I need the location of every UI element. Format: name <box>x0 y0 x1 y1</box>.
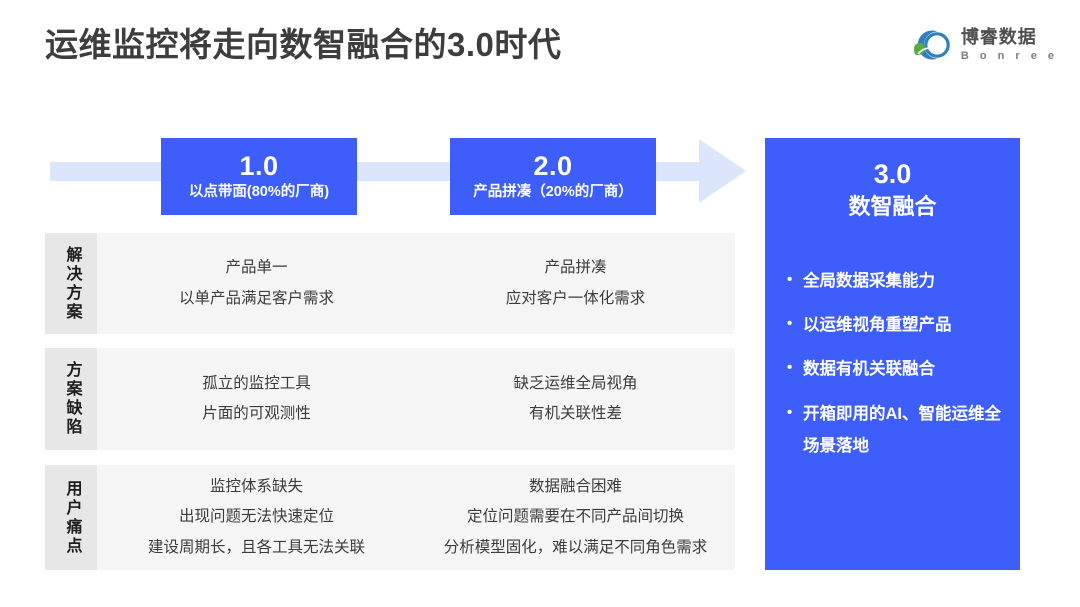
cell-line: 数据融合困难 <box>528 478 622 496</box>
cell-line: 产品拼凑 <box>544 259 607 277</box>
row-label-text: 方案缺陷 <box>63 361 81 437</box>
cell-line: 分析模型固化，难以满足不同角色需求 <box>443 538 708 556</box>
row-label-defect: 方案缺陷 <box>45 348 97 450</box>
list-item: 开箱即用的AI、智能运维全场景落地 <box>787 398 1006 462</box>
cell-r3c1: 监控体系缺失 出现问题无法快速定位 建设周期长，且各工具无法关联 <box>97 465 416 570</box>
timeline-arrow-head-icon <box>699 139 746 203</box>
cell-line: 定位问题需要在不同产品间切换 <box>466 508 684 526</box>
cell-line: 缺乏运维全局视角 <box>513 374 638 392</box>
table-row: 解决方案 产品单一 以单产品满足客户需求 产品拼凑 应对客户一体化需求 <box>45 233 735 334</box>
cell-line: 监控体系缺失 <box>209 478 303 496</box>
bonree-circle-leaf-icon <box>906 22 952 68</box>
table-row: 用户痛点 监控体系缺失 出现问题无法快速定位 建设周期长，且各工具无法关联 数据… <box>45 465 735 570</box>
stage-1-number: 1.0 <box>239 151 279 182</box>
row-label-solution: 解决方案 <box>45 233 97 334</box>
row-cells: 产品单一 以单产品满足客户需求 产品拼凑 应对客户一体化需求 <box>97 233 735 334</box>
page-title: 运维监控将走向数智融合的3.0时代 <box>45 26 562 63</box>
brand-name-cn: 博睿数据 <box>960 27 1037 47</box>
row-cells: 孤立的监控工具 片面的可观测性 缺乏运维全局视角 有机关联性差 <box>97 348 735 450</box>
cell-r2c2: 缺乏运维全局视角 有机关联性差 <box>416 348 735 450</box>
stage-box-2[interactable]: 2.0 产品拼凑（20%的厂商） <box>450 138 656 215</box>
brand-name-en: B o n r e e <box>960 50 1058 62</box>
row-label-text: 用户痛点 <box>63 479 81 556</box>
stage-3-benefit-list: 全局数据采集能力 以运维视角重塑产品 数据有机关联融合 开箱即用的AI、智能运维… <box>765 265 1020 462</box>
stage-panel-3[interactable]: 3.0 数智融合 全局数据采集能力 以运维视角重塑产品 数据有机关联融合 开箱即… <box>765 138 1020 570</box>
table-row: 方案缺陷 孤立的监控工具 片面的可观测性 缺乏运维全局视角 有机关联性差 <box>45 348 735 450</box>
cell-line: 有机关联性差 <box>528 405 622 422</box>
cell-line: 片面的可观测性 <box>202 405 311 422</box>
list-item: 全局数据采集能力 <box>787 265 1006 297</box>
brand-logo-text: 博睿数据 B o n r e e <box>961 28 1058 62</box>
cell-r3c2: 数据融合困难 定位问题需要在不同产品间切换 分析模型固化，难以满足不同角色需求 <box>416 465 735 570</box>
list-item: 以运维视角重塑产品 <box>787 309 1006 341</box>
brand-logo: 博睿数据 B o n r e e <box>906 22 1058 68</box>
cell-line: 产品单一 <box>225 259 288 277</box>
stage-2-number: 2.0 <box>533 151 573 182</box>
stage-3-subtitle: 数智融合 <box>848 193 937 219</box>
cell-r2c1: 孤立的监控工具 片面的可观测性 <box>97 348 416 450</box>
row-label-text: 解决方案 <box>63 245 81 322</box>
stage-box-1[interactable]: 1.0 以点带面(80%的厂商) <box>161 138 357 215</box>
cell-line: 建设周期长，且各工具无法关联 <box>147 538 365 556</box>
cell-r1c2: 产品拼凑 应对客户一体化需求 <box>416 233 735 334</box>
cell-line: 应对客户一体化需求 <box>505 289 646 307</box>
row-label-painpoint: 用户痛点 <box>45 465 97 570</box>
row-cells: 监控体系缺失 出现问题无法快速定位 建设周期长，且各工具无法关联 数据融合困难 … <box>97 465 735 570</box>
cell-r1c1: 产品单一 以单产品满足客户需求 <box>97 233 416 334</box>
cell-line: 出现问题无法快速定位 <box>178 508 334 526</box>
list-item: 数据有机关联融合 <box>787 353 1006 385</box>
stage-2-subtitle: 产品拼凑（20%的厂商） <box>473 183 633 200</box>
stage-1-subtitle: 以点带面(80%的厂商) <box>188 183 330 200</box>
stage-3-number: 3.0 <box>873 159 912 189</box>
cell-line: 孤立的监控工具 <box>202 374 311 392</box>
cell-line: 以单产品满足客户需求 <box>178 289 334 307</box>
